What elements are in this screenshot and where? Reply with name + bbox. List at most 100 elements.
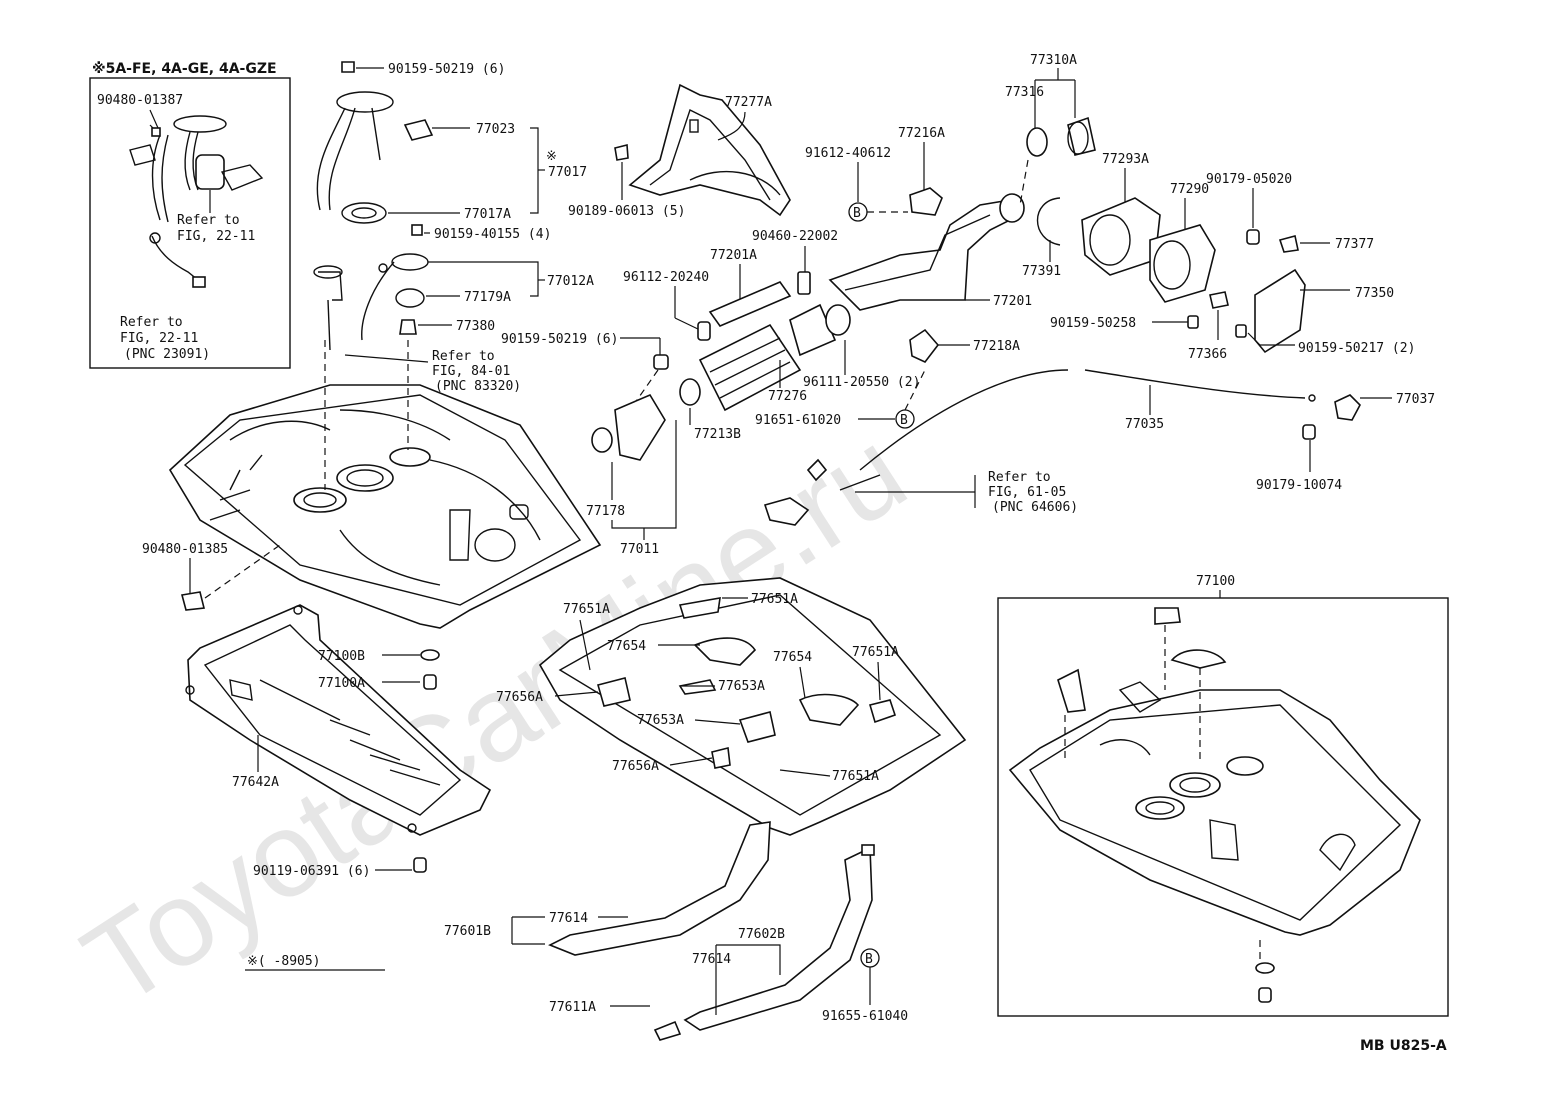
label-90159-50219b[interactable]: 90159-50219 (6): [501, 332, 618, 347]
inset-ref2-line2[interactable]: FIG, 22-11: [120, 331, 198, 346]
label-91651[interactable]: 91651-61020: [755, 413, 841, 428]
strainer-icon: [403, 119, 434, 141]
cable-clip-icon: [806, 458, 828, 482]
inset-ref1-line1[interactable]: Refer to: [177, 213, 240, 228]
screw-icon: [341, 61, 355, 73]
opener-cable-icon: [859, 369, 1069, 471]
label-77218A[interactable]: 77218A: [973, 339, 1020, 354]
leader-90480-01387: [149, 109, 159, 129]
sender-item-2[interactable]: 77023: [476, 122, 515, 137]
sender-item-1[interactable]: 90159-50219 (6): [388, 62, 505, 77]
label-77100[interactable]: 77100: [1196, 574, 1235, 589]
nut-icon: [423, 674, 437, 690]
label-77391[interactable]: 77391: [1022, 264, 1061, 279]
inset-ref2-line3[interactable]: (PNC 23091): [124, 347, 210, 362]
insulator-pad-icon: [738, 711, 776, 743]
gasket-icon: [341, 202, 387, 224]
inset-ref2-line1[interactable]: Refer to: [120, 315, 183, 330]
label-96112[interactable]: 96112-20240: [623, 270, 709, 285]
ref-fig84-line2[interactable]: FIG, 84-01: [432, 364, 510, 379]
footnote: ※( -8905): [247, 954, 321, 969]
label-77614-1[interactable]: 77614: [549, 911, 588, 926]
inset-part-90480-01387[interactable]: 90480-01387: [97, 93, 183, 108]
label-77277A[interactable]: 77277A: [725, 95, 772, 110]
label-77100A[interactable]: 77100A: [318, 676, 365, 691]
gauge-group: 77179A 77012A 77380: [313, 253, 594, 351]
label-77035[interactable]: 77035: [1125, 417, 1164, 432]
label-90189[interactable]: 90189-06013 (5): [568, 204, 685, 219]
label-77037[interactable]: 77037: [1396, 392, 1435, 407]
label-77651A-1[interactable]: 77651A: [563, 602, 610, 617]
label-77601B[interactable]: 77601B: [444, 924, 491, 939]
heat-insulator: [628, 83, 791, 217]
label-77653A-1[interactable]: 77653A: [718, 679, 765, 694]
label-90179-10074[interactable]: 90179-10074: [1256, 478, 1342, 493]
label-77213B[interactable]: 77213B: [694, 427, 741, 442]
gauge-item-1[interactable]: 77179A: [464, 290, 511, 305]
gauge-group-label[interactable]: 77012A: [547, 274, 594, 289]
label-77366[interactable]: 77366: [1188, 347, 1227, 362]
spacer-icon: [711, 747, 731, 769]
label-77201A[interactable]: 77201A: [710, 248, 757, 263]
screw-icon: [1187, 315, 1199, 329]
label-77310A[interactable]: 77310A: [1030, 53, 1077, 68]
label-90159-50217[interactable]: 90159-50217 (2): [1298, 341, 1415, 356]
sender-group-label[interactable]: 77017: [548, 165, 587, 180]
label-77377[interactable]: 77377: [1335, 237, 1374, 252]
grommet-icon: [399, 319, 417, 335]
label-77611A[interactable]: 77611A: [549, 1000, 596, 1015]
label-77290[interactable]: 77290: [1170, 182, 1209, 197]
inset-ref1-line2[interactable]: FIG, 22-11: [177, 229, 255, 244]
label-90159-50258[interactable]: 90159-50258: [1050, 316, 1136, 331]
screw-icon: [411, 224, 423, 236]
figure-code: MB U825-A: [1360, 1038, 1447, 1054]
label-77653A-2[interactable]: 77653A: [637, 713, 684, 728]
label-77656A-1[interactable]: 77656A: [496, 690, 543, 705]
label-77293A[interactable]: 77293A: [1102, 152, 1149, 167]
gauge-item-2[interactable]: 77380: [456, 319, 495, 334]
label-77651A-3[interactable]: 77651A: [852, 645, 899, 660]
label-96111[interactable]: 96111-20550 (2): [803, 375, 920, 390]
label-90119[interactable]: 90119-06391 (6): [253, 864, 370, 879]
label-91612[interactable]: 91612-40612: [805, 146, 891, 161]
label-77642A[interactable]: 77642A: [232, 775, 279, 790]
label-77656A-2[interactable]: 77656A: [612, 759, 659, 774]
inset-panel: ※5A-FE, 4A-GE, 4A-GZE 90480-01387 Refer …: [89, 61, 291, 369]
sender-item-4[interactable]: 90159-40155 (4): [434, 227, 551, 242]
label-90480-01385[interactable]: 90480-01385: [142, 542, 228, 557]
gasket-icon: [1026, 127, 1048, 157]
label-77216A[interactable]: 77216A: [898, 126, 945, 141]
label-77654-2[interactable]: 77654: [773, 650, 812, 665]
label-91655[interactable]: 91655-61040: [822, 1009, 908, 1024]
label-77276[interactable]: 77276: [768, 389, 807, 404]
ref-fig61-line3[interactable]: (PNC 64606): [992, 500, 1078, 515]
ref-fig84-line1[interactable]: Refer to: [432, 349, 495, 364]
fuel-tank-assembly: [1008, 681, 1421, 936]
label-77316[interactable]: 77316: [1005, 85, 1044, 100]
label-90460-22002[interactable]: 90460-22002: [752, 229, 838, 244]
sender-item-3[interactable]: 77017A: [464, 207, 511, 222]
label-77178[interactable]: 77178: [586, 504, 625, 519]
label-77350[interactable]: 77350: [1355, 286, 1394, 301]
label-77651A-4[interactable]: 77651A: [832, 769, 879, 784]
sender-bracket-mark: ※: [546, 149, 557, 164]
bracket-icon: [909, 187, 943, 216]
label-77614-2[interactable]: 77614: [692, 952, 731, 967]
label-77654-1[interactable]: 77654: [607, 639, 646, 654]
fuel-tank-main: [168, 384, 602, 629]
label-77602B[interactable]: 77602B: [738, 927, 785, 942]
ref-fig61-line1[interactable]: Refer to: [988, 470, 1051, 485]
circle-marker-text: B: [853, 206, 861, 221]
ref-fig84-line3[interactable]: (PNC 83320): [435, 379, 521, 394]
label-77651A-2[interactable]: 77651A: [751, 592, 798, 607]
label-90179-05020[interactable]: 90179-05020: [1206, 172, 1292, 187]
bracket-icon: [909, 328, 940, 363]
label-77011[interactable]: 77011: [620, 542, 659, 557]
ref-fig61-line2[interactable]: FIG, 61-05: [988, 485, 1066, 500]
label-77201[interactable]: 77201: [993, 294, 1032, 309]
clamp-ring-icon: [679, 378, 701, 406]
insulator-pad-icon: [798, 693, 860, 726]
label-77100B[interactable]: 77100B: [318, 649, 365, 664]
clamp-icon: [797, 271, 811, 295]
